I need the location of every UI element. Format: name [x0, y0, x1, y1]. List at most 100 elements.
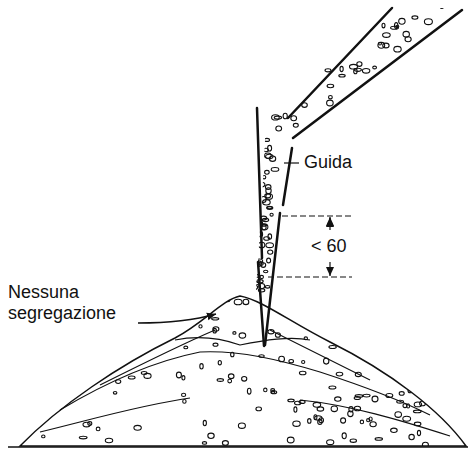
- aggregate-pebble: [176, 372, 181, 378]
- aggregate-pebble: [291, 116, 297, 121]
- aggregate-pebble: [262, 176, 265, 179]
- aggregate-pebble: [329, 346, 336, 349]
- aggregate-pebble: [289, 360, 294, 363]
- aggregate-pebble: [407, 324, 412, 328]
- aggregate-pebble: [157, 302, 164, 306]
- aggregate-pebble: [231, 352, 234, 357]
- aggregate-pebble: [251, 274, 259, 277]
- aggregate-pebble: [145, 342, 149, 345]
- aggregate-pebble: [342, 433, 346, 439]
- aggregate-pebble: [266, 243, 274, 248]
- aggregate-pebble: [182, 376, 185, 380]
- aggregate-pebble: [442, 342, 449, 348]
- aggregate-pebble: [341, 418, 346, 423]
- aggregate-pebble: [373, 66, 377, 69]
- aggregate-pebble: [331, 406, 337, 412]
- aggregate-pebble: [395, 23, 398, 29]
- aggregate-pebble: [412, 16, 418, 19]
- aggregate-pebble: [370, 422, 376, 427]
- aggregate-pebble: [413, 334, 419, 337]
- aggregate-pebble: [263, 148, 268, 151]
- pile-layers: [40, 330, 450, 436]
- aggregate-pebble: [79, 436, 87, 439]
- aggregate-texture: [27, 3, 455, 447]
- aggregate-pebble: [417, 371, 424, 375]
- aggregate-pebble: [233, 332, 236, 335]
- aggregate-pebble: [379, 42, 382, 45]
- aggregate-pebble: [398, 363, 403, 366]
- aggregate-pebble: [294, 407, 297, 412]
- leader-arrow: [138, 314, 216, 323]
- dimension-label: < 60: [309, 236, 349, 257]
- aggregate-pebble: [267, 206, 272, 209]
- aggregate-pebble: [293, 421, 300, 426]
- aggregate-pebble: [42, 435, 45, 438]
- aggregate-pebble: [239, 333, 246, 338]
- aggregate-pebble: [409, 434, 414, 439]
- aggregate-pebble: [283, 113, 287, 119]
- aggregate-pebble: [247, 388, 251, 394]
- aggregate-pebble: [268, 330, 274, 334]
- aggregate-pebble: [265, 170, 270, 174]
- aggregate-pebble: [295, 401, 301, 405]
- aggregate-pebble: [426, 380, 431, 385]
- aggregate-pebble: [142, 319, 149, 323]
- aggregate-pebble: [222, 441, 228, 446]
- aggregate-pebble: [318, 315, 324, 320]
- aggregate-pebble: [134, 425, 141, 430]
- aggregate-pebble: [432, 394, 438, 399]
- aggregate-pebble: [266, 194, 273, 200]
- aggregate-pebble: [251, 285, 258, 290]
- aggregate-pebble: [218, 361, 221, 365]
- aggregate-pebble: [327, 84, 334, 87]
- aggregate-pebble: [383, 33, 391, 38]
- aggregate-pebble: [228, 374, 234, 379]
- aggregate-pebble: [202, 442, 206, 445]
- aggregate-pebble: [59, 335, 67, 341]
- aggregate-pebble: [390, 356, 395, 362]
- aggregate-pebble: [399, 317, 404, 321]
- aggregate-pebble: [414, 402, 421, 407]
- aggregate-pebble: [412, 306, 418, 310]
- aggregate-pebble: [264, 270, 268, 272]
- aggregate-pebble: [391, 26, 399, 29]
- aggregate-pebble: [228, 379, 232, 383]
- aggregate-pebble: [308, 419, 311, 424]
- aggregate-pebble: [242, 377, 247, 382]
- aggregate-pebble: [407, 404, 410, 408]
- aggregate-pebble: [287, 437, 294, 443]
- aggregate-pebble: [193, 300, 198, 304]
- aggregate-pebble: [375, 438, 382, 441]
- aggregate-pebble: [203, 420, 206, 425]
- concrete-stream: [255, 8, 458, 305]
- aggregate-pebble: [61, 342, 66, 346]
- aggregate-pebble: [276, 126, 282, 131]
- aggregate-pebble: [348, 411, 353, 417]
- aggregate-pebble: [405, 37, 411, 42]
- leader-line: [284, 162, 299, 163]
- aggregate-pebble: [420, 401, 426, 406]
- aggregate-pebble: [378, 42, 385, 48]
- aggregate-pebble: [99, 325, 106, 329]
- aggregate-pebble: [329, 386, 336, 389]
- aggregate-pebble: [27, 420, 34, 423]
- aggregate-pebble: [329, 96, 333, 99]
- aggregate-pebble: [299, 371, 306, 375]
- aggregate-pebble: [444, 392, 449, 397]
- aggregate-pebble: [264, 388, 267, 392]
- aggregate-pebble: [372, 396, 378, 402]
- aggregate-pebble: [61, 381, 69, 383]
- note-label: Nessuna segregazione: [6, 282, 138, 324]
- aggregate-pebble: [261, 263, 266, 268]
- aggregate-pebble: [267, 207, 273, 210]
- aggregate-pebble: [128, 376, 135, 379]
- aggregate-pebble: [391, 428, 398, 432]
- aggregate-pebble: [395, 412, 402, 418]
- aggregate-pebble: [385, 350, 389, 353]
- aggregate-pebble: [428, 307, 432, 310]
- aggregate-pebble: [325, 69, 331, 72]
- aggregate-pebble: [424, 19, 432, 25]
- aggregate-pebble: [435, 339, 439, 342]
- chute-walls: [257, 8, 462, 346]
